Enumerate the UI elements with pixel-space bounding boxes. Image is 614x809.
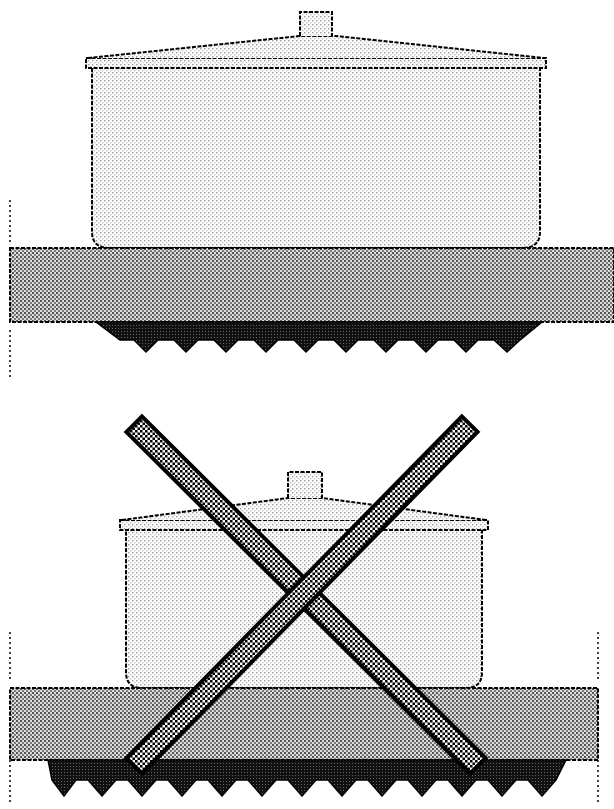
panel-correct <box>10 12 614 380</box>
flame-icon <box>48 760 566 796</box>
flame-icon <box>96 322 542 352</box>
cooktop-plate <box>10 688 598 760</box>
pot-lid-knob <box>288 472 322 498</box>
cooktop-plate <box>10 248 614 322</box>
cooking-pot-icon <box>86 12 546 248</box>
pot-lid-rim <box>120 520 488 530</box>
pot-body <box>92 64 540 248</box>
pot-lid <box>122 498 486 520</box>
pot-lid-knob <box>300 12 332 36</box>
pot-lid <box>88 36 544 58</box>
panel-incorrect <box>10 432 598 805</box>
pot-lid-rim <box>86 58 546 68</box>
